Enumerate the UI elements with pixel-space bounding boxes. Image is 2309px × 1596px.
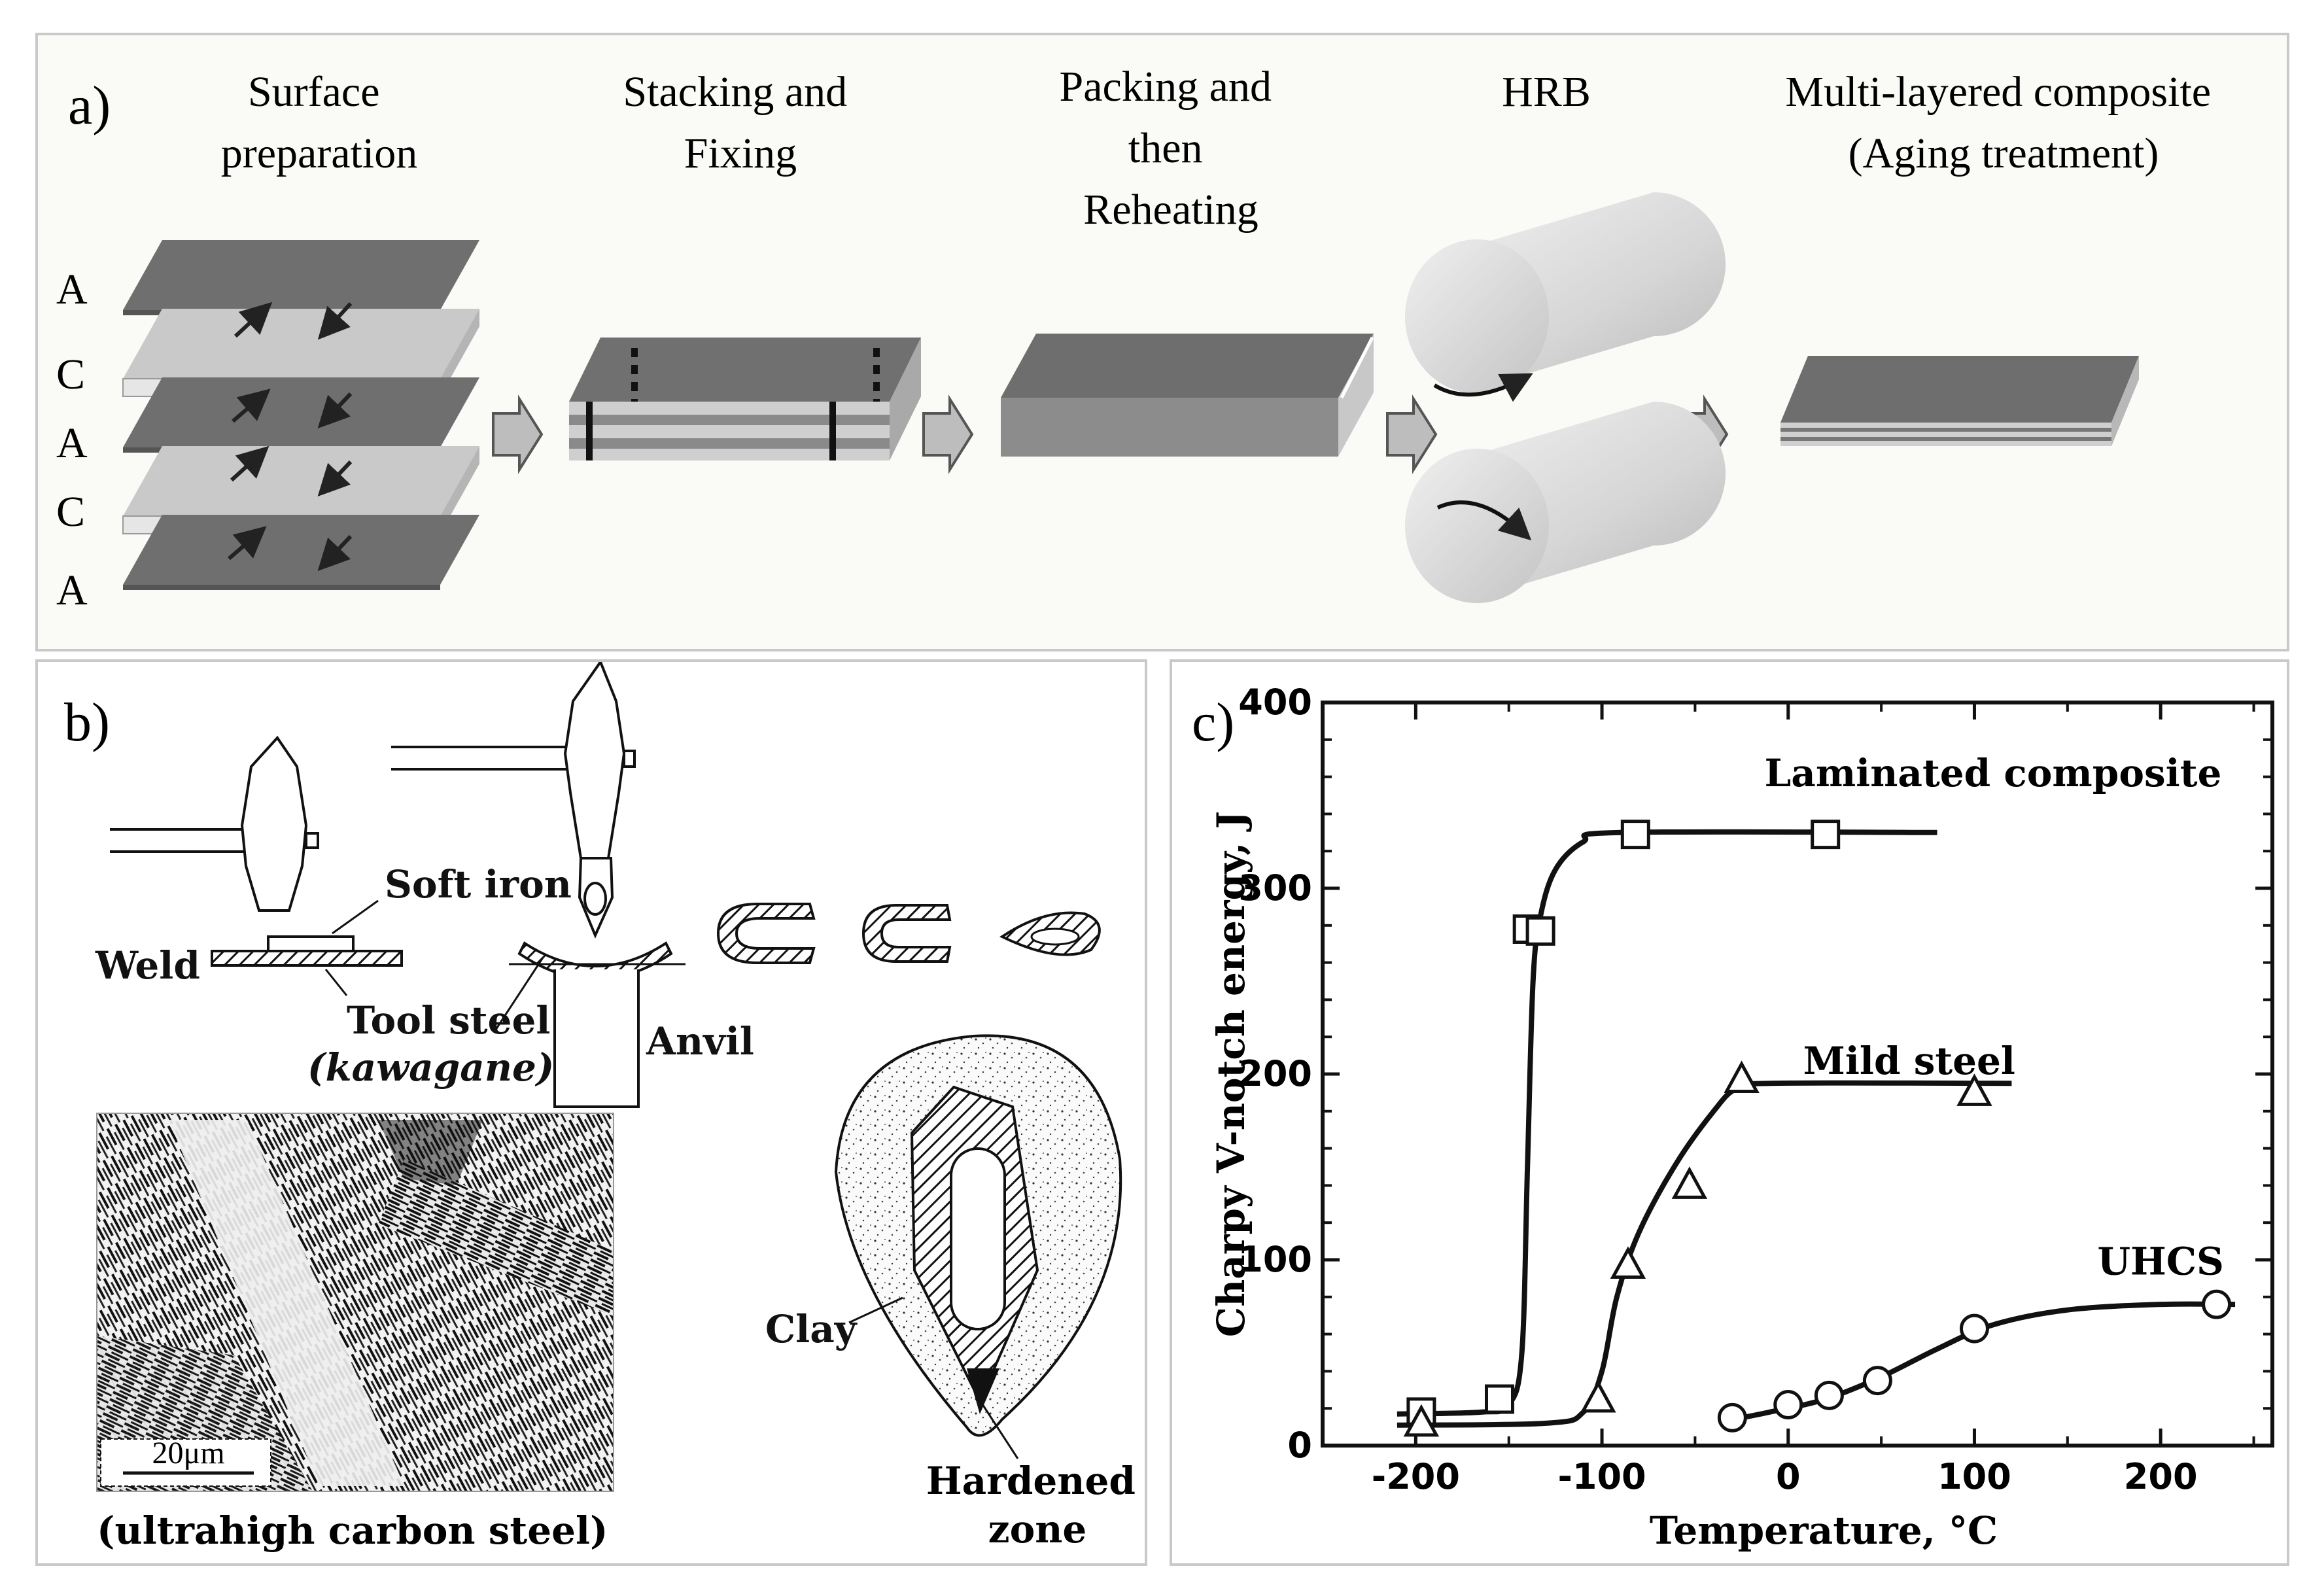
series-label-mild-steel: Mild steel [1803,1039,2015,1083]
step4-title: HRB [1502,68,1591,116]
process-arrow [922,394,974,474]
data-point-circle [1814,1380,1844,1410]
rotation-arrow-icon [1433,373,1533,402]
x-tick-label: -200 [1372,1456,1460,1497]
y-tick-label: 200 [1238,1053,1312,1094]
y-tick-label: 100 [1238,1239,1312,1280]
hot-roll-bonding-rollers [1404,192,1726,603]
layer-letter: A [56,266,88,313]
charpy-chart-svg: c) -200 -100 0 100 200 0 100 200 300 400Temperatu… [1192,682,2274,1553]
leader-line [981,1404,1019,1459]
leader-line [495,957,544,1030]
tool-steel-label: Tool steel [347,998,550,1043]
data-point-triangle [1956,1073,1992,1106]
y-tick-label: 0 [1287,1425,1312,1466]
panel-b-label: b) [64,692,110,753]
stacked-fixed-block [569,338,921,460]
micrograph-image: 20μm [96,1113,614,1492]
layer-letter: C [56,351,85,398]
soft-iron-piece [267,935,355,952]
x-tick-label: 200 [2124,1456,2198,1497]
layer-letter: C [56,488,85,536]
data-point-square [1620,820,1650,850]
data-point-square [1525,916,1555,946]
tool-steel-piece [211,950,403,967]
leader-line [324,969,348,996]
data-point-square [1811,820,1841,850]
weld-label: Weld [95,943,200,988]
data-point-triangle [1671,1166,1708,1199]
anvil-block [553,969,640,1108]
series-line-laminated-composite [1397,829,1937,1417]
series-line-mild-steel [1397,1080,2012,1428]
step5-title: Multi-layered composite (Aging treatment… [1785,68,2221,177]
data-point-triangle [1724,1060,1760,1094]
panel-b-forging-diagram: b) [35,659,1147,1566]
hardened-zone-label: Hardened zone [926,1459,1149,1552]
data-point-circle [1773,1390,1803,1420]
x-tick-label: -100 [1557,1456,1646,1497]
micrograph-caption: (ultrahigh carbon steel) [97,1508,608,1553]
x-tick-label: 0 [1776,1456,1801,1497]
kawagane-label: (kawagane) [307,1045,554,1090]
data-point-triangle [1580,1379,1616,1413]
data-point-triangle [1403,1404,1440,1437]
rotation-arrow-icon [1436,500,1532,541]
scale-bar-label: 20μm [152,1436,224,1470]
panel-c-label: c) [1192,692,1234,753]
data-point-circle [1959,1313,1989,1344]
x-tick-label: 100 [1937,1456,2011,1497]
anvil-label: Anvil [646,1019,754,1064]
y-tick-label: 400 [1238,682,1312,723]
clay-label: Clay [765,1307,858,1351]
step3-title: Packing and then Reheating [1060,63,1283,234]
leader-line [848,1296,903,1324]
multi-layered-composite-sheet [1780,356,2139,446]
process-diagram-svg: a) Surface preparation Stacking and Fixi… [56,63,2221,614]
data-point-circle [2202,1289,2232,1319]
soft-iron-label: Soft iron [385,862,572,907]
y-axis-label: Charpy V-notch energy, J [1209,811,1253,1337]
folded-stage [716,903,816,964]
plot-frame [1321,701,2274,1448]
clay-coating-cross-section [834,1034,1122,1459]
punch-tool [578,857,614,939]
step2-title: Stacking and Fixing [623,68,858,177]
layer-letter: A [56,566,88,614]
folded-stage-core [1030,928,1080,946]
process-arrow [492,394,544,474]
layer-letter: A [56,419,88,467]
hammer-icon [110,735,319,912]
x-axis-label: Temperature, °C [1650,1508,1998,1553]
panel-a-process-diagram: a) Surface preparation Stacking and Fixi… [35,33,2289,651]
packed-block [1001,334,1374,457]
panel-a-label: a) [68,75,111,136]
y-tick-label: 300 [1238,867,1312,909]
data-point-square [1484,1384,1514,1414]
exploded-layer-stack [122,240,479,590]
hammer-icon [391,662,636,859]
layer-letters: A C A C A [56,266,88,614]
punch-hole [583,882,607,916]
series-label-laminated-composite: Laminated composite [1764,751,2221,795]
forging-diagram-svg: b) [64,662,1149,1553]
data-point-circle [1862,1366,1892,1396]
step1-title: Surface preparation [221,68,418,177]
process-arrow [1386,394,1438,474]
folded-stage [861,904,952,963]
series-label-uhcs: UHCS [2097,1240,2223,1284]
leader-line [332,899,379,935]
data-point-triangle [1610,1246,1646,1279]
data-point-circle [1717,1402,1747,1432]
